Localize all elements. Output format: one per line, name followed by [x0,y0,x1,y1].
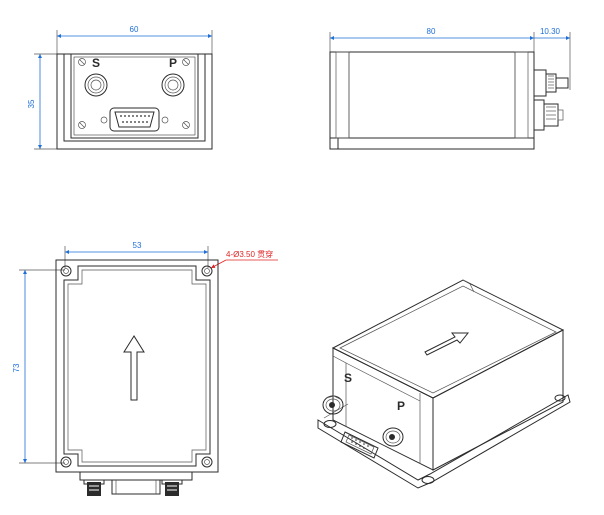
connector-p-icon [161,73,185,97]
iso-connector-p-icon [382,427,404,447]
side-connectors-icon [533,69,569,131]
mounting-hole-icon [60,265,213,468]
top-body [63,265,211,467]
top-view: 53 4-Ø3.50 贯穿 73 [12,241,278,496]
iso-mounting-hole-icon [323,394,566,484]
side-view: 80 10.30 [329,27,571,150]
iso-right-face [432,329,564,471]
side-body [329,51,535,150]
front-width-dimension-label: 60 [130,25,139,34]
front-port-label-s: S [92,56,100,70]
iso-dsub-connector-icon [340,431,379,459]
top-connectors-icon [79,471,193,496]
front-panel [70,53,199,139]
dsub-connector-icon [100,107,169,132]
screw-icon [78,58,190,129]
top-mounting-plate [55,259,219,473]
iso-front-face [332,347,434,471]
iso-port-label-s: S [344,371,352,385]
direction-arrow-icon [123,335,145,401]
side-connector-dimension-label: 10.30 [540,27,561,36]
side-length-dimension-label: 80 [427,27,436,36]
front-height-dimension-label: 35 [27,99,36,108]
iso-base-plate [317,394,571,489]
front-port-label-p: P [169,56,177,70]
connector-s-icon [84,73,108,97]
iso-port-label-p: P [397,399,405,413]
iso-top-face [331,279,565,399]
top-height-dimension-label: 73 [12,363,21,372]
isometric-view: S P [317,279,571,489]
hole-note-label: 4-Ø3.50 贯穿 [226,249,273,259]
iso-direction-arrow-icon [424,332,470,356]
iso-connector-s-icon [322,395,344,415]
top-width-dimension-label: 53 [133,241,142,250]
front-view: 60 35 S P [27,25,213,150]
